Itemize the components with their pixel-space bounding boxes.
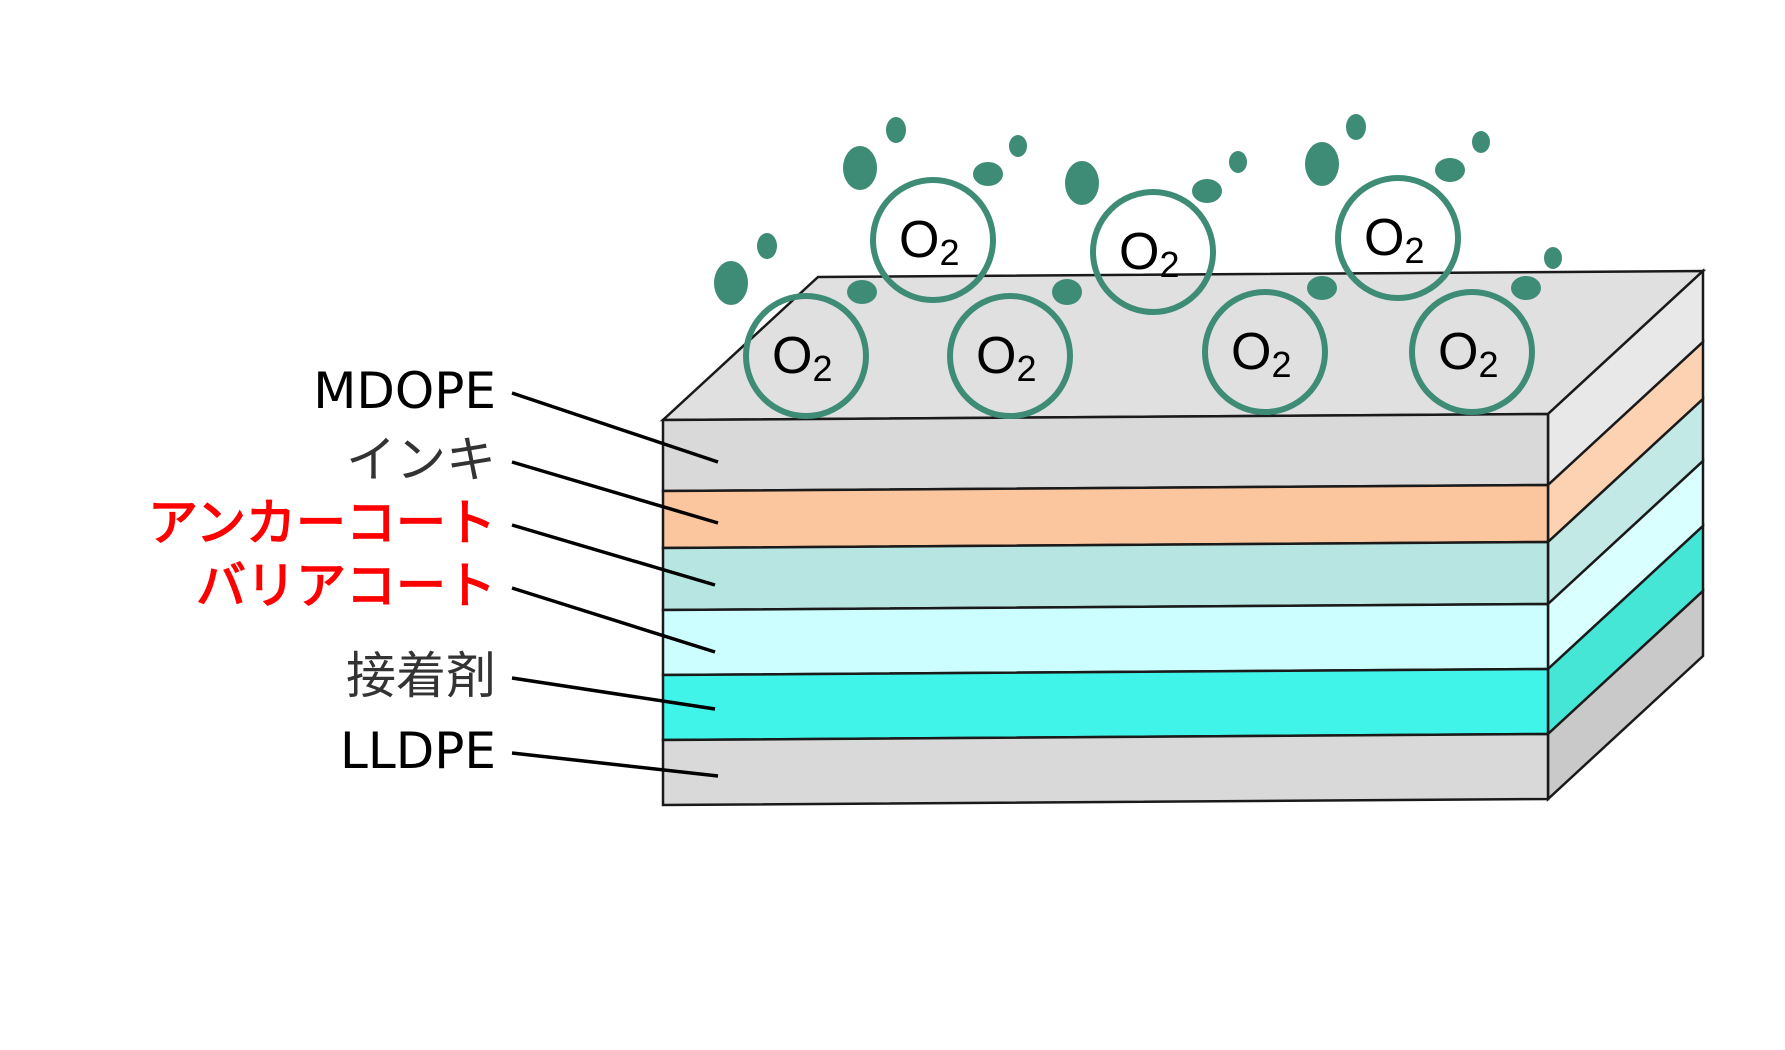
oxygen-particle bbox=[973, 162, 1003, 186]
o2-subscript: 2 bbox=[939, 232, 959, 273]
leader-line-anchor bbox=[511, 523, 716, 587]
oxygen-particle bbox=[1435, 158, 1465, 182]
layer-front-ink bbox=[661, 483, 1550, 550]
layer-front-mdope bbox=[661, 412, 1550, 493]
o2-ring bbox=[1202, 289, 1328, 415]
o2-ring bbox=[947, 293, 1073, 419]
layer-front-adhesive bbox=[661, 667, 1550, 742]
leader-lines bbox=[511, 391, 719, 778]
oxygen-particle bbox=[757, 233, 777, 259]
o2-ring bbox=[1409, 289, 1535, 415]
oxygen-particle bbox=[714, 261, 748, 305]
oxygen-particle bbox=[1052, 279, 1082, 305]
o2-molecule: O2 bbox=[1335, 175, 1461, 301]
leader-line-lldpe bbox=[511, 751, 719, 778]
o2-molecule: O2 bbox=[1202, 289, 1328, 415]
label-barrier: バリアコート bbox=[196, 557, 496, 615]
o2-ring bbox=[743, 293, 869, 419]
leader-line-mdope bbox=[511, 391, 719, 464]
leader-line-adhesive bbox=[511, 676, 716, 711]
label-lldpe: LLDPE bbox=[340, 722, 496, 780]
o2-symbol: O bbox=[1364, 209, 1404, 267]
layer-front-anchor bbox=[661, 540, 1550, 612]
o2-label: O2 bbox=[1438, 323, 1498, 385]
o2-subscript: 2 bbox=[812, 348, 832, 389]
oxygen-particle bbox=[886, 117, 906, 143]
leader-line-ink bbox=[511, 460, 719, 525]
o2-molecule: O2 bbox=[870, 177, 996, 303]
o2-label: O2 bbox=[899, 211, 959, 273]
oxygen-particle bbox=[1229, 151, 1247, 173]
label-anchor: アンカーコート bbox=[148, 494, 496, 552]
o2-ring bbox=[1090, 189, 1216, 315]
o2-ring bbox=[870, 177, 996, 303]
layer-front-barrier bbox=[661, 602, 1550, 677]
oxygen-particle bbox=[1544, 247, 1562, 269]
o2-molecule: O2 bbox=[1409, 289, 1535, 415]
oxygen-particle bbox=[1472, 131, 1490, 153]
oxygen-particle bbox=[1346, 114, 1366, 140]
oxygen-particle bbox=[1307, 276, 1337, 300]
o2-molecule: O2 bbox=[947, 293, 1073, 419]
oxygen-particle bbox=[1305, 142, 1339, 186]
o2-symbol: O bbox=[899, 211, 939, 269]
o2-label: O2 bbox=[1364, 209, 1424, 271]
oxygen-particle bbox=[1511, 276, 1541, 300]
oxygen-particle bbox=[1009, 135, 1027, 157]
oxygen-particle bbox=[1192, 179, 1222, 203]
o2-ring bbox=[1335, 175, 1461, 301]
o2-symbol: O bbox=[976, 327, 1016, 385]
film-layer-stack bbox=[659, 268, 1707, 807]
o2-molecule: O2 bbox=[1090, 189, 1216, 315]
o2-subscript: 2 bbox=[1478, 344, 1498, 385]
o2-molecule: O2 bbox=[743, 293, 869, 419]
o2-label: O2 bbox=[1119, 223, 1179, 285]
leader-line-barrier bbox=[511, 586, 716, 654]
o2-symbol: O bbox=[1231, 323, 1271, 381]
o2-symbol: O bbox=[1438, 323, 1478, 381]
oxygen-particle bbox=[843, 146, 877, 190]
o2-subscript: 2 bbox=[1016, 348, 1036, 389]
o2-label: O2 bbox=[1231, 323, 1291, 385]
o2-subscript: 2 bbox=[1271, 344, 1291, 385]
top-face bbox=[659, 269, 1707, 422]
oxygen-particle bbox=[847, 280, 877, 304]
o2-subscript: 2 bbox=[1159, 244, 1179, 285]
o2-label: O2 bbox=[976, 327, 1036, 389]
label-adhesive: 接着剤 bbox=[346, 647, 496, 705]
o2-label: O2 bbox=[772, 327, 832, 389]
o2-subscript: 2 bbox=[1404, 230, 1424, 271]
oxygen-particle bbox=[1065, 161, 1099, 205]
layer-front-lldpe bbox=[661, 732, 1550, 807]
o2-symbol: O bbox=[772, 327, 812, 385]
o2-symbol: O bbox=[1119, 223, 1159, 281]
label-ink: インキ bbox=[346, 431, 496, 489]
label-mdope: MDOPE bbox=[313, 362, 496, 420]
